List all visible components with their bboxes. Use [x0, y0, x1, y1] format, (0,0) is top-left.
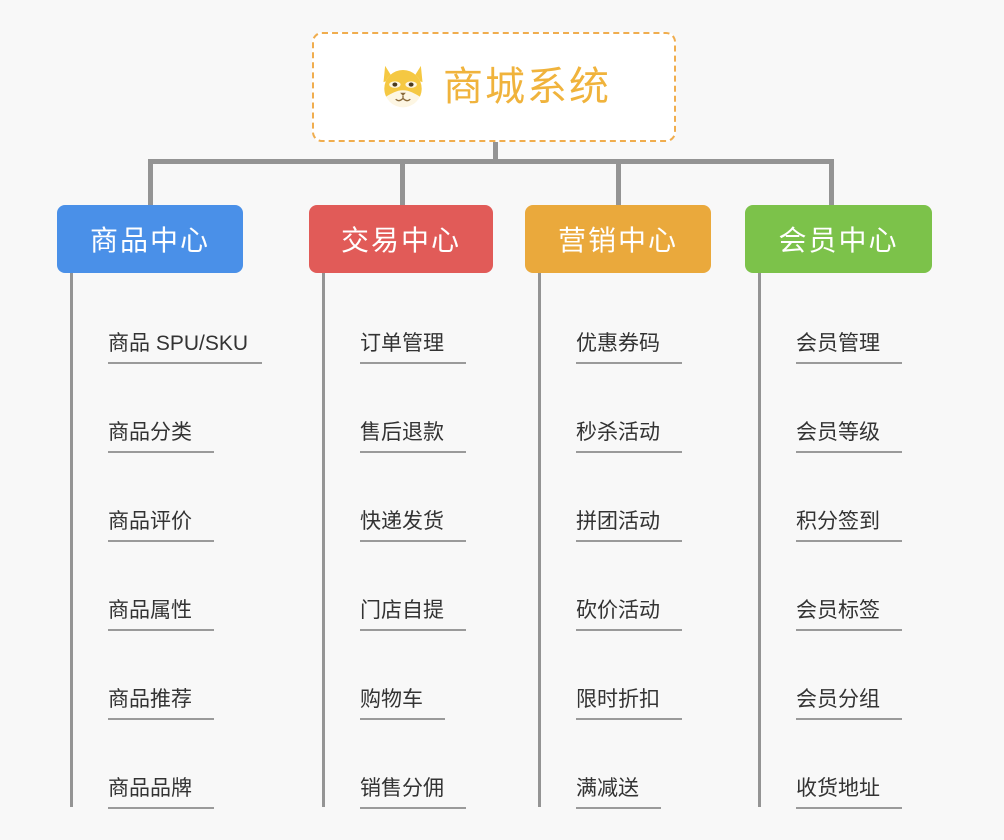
leaf-label: 商品属性	[108, 599, 214, 631]
leaf-label: 售后退款	[360, 421, 466, 453]
list-item[interactable]: 会员标签	[761, 540, 932, 631]
list-item[interactable]: 购物车	[325, 629, 493, 720]
shiba-dog-icon	[383, 65, 423, 108]
connector-drop-4	[829, 159, 834, 207]
list-item[interactable]: 商品分类	[73, 362, 262, 453]
leaf-label: 限时折扣	[576, 688, 682, 720]
list-item[interactable]: 会员分组	[761, 629, 932, 720]
leaf-label: 砍价活动	[576, 599, 682, 631]
connector-horizontal-bus	[148, 159, 834, 164]
root-title: 商城系统	[443, 65, 611, 109]
list-item[interactable]: 商品品牌	[73, 718, 262, 809]
connector-drop-3	[616, 159, 621, 207]
leaf-label: 快递发货	[360, 510, 466, 542]
leaf-list-1: 商品 SPU/SKU 商品分类 商品评价 商品属性 商品推荐 商品品牌	[70, 273, 263, 809]
branch-header-3[interactable]: 营销中心	[525, 205, 711, 273]
leaf-label: 购物车	[360, 688, 445, 720]
leaf-label: 商品分类	[108, 421, 214, 453]
leaf-list-2: 订单管理 售后退款 快递发货 门店自提 购物车 销售分佣	[322, 273, 493, 809]
list-item[interactable]: 商品属性	[73, 540, 262, 631]
branch-member-center: 会员中心 会员管理 会员等级 积分签到 会员标签 会员分组 收货地址	[745, 205, 932, 809]
leaf-label: 订单管理	[360, 332, 466, 364]
list-item[interactable]: 限时折扣	[541, 629, 711, 720]
branch-product-center: 商品中心 商品 SPU/SKU 商品分类 商品评价 商品属性 商品推荐 商品品牌	[57, 205, 263, 809]
list-item[interactable]: 满减送	[541, 718, 711, 809]
list-item[interactable]: 会员管理	[761, 273, 932, 364]
list-item[interactable]: 砍价活动	[541, 540, 711, 631]
branch-marketing-center: 营销中心 优惠券码 秒杀活动 拼团活动 砍价活动 限时折扣 满减送	[525, 205, 711, 809]
leaf-label: 收货地址	[796, 777, 902, 809]
list-item[interactable]: 售后退款	[325, 362, 493, 453]
list-item[interactable]: 收货地址	[761, 718, 932, 809]
list-item[interactable]: 快递发货	[325, 451, 493, 542]
connector-drop-1	[148, 159, 153, 207]
leaf-label: 拼团活动	[576, 510, 682, 542]
connector-drop-2	[400, 159, 405, 207]
leaf-label: 商品推荐	[108, 688, 214, 720]
list-item[interactable]: 优惠券码	[541, 273, 711, 364]
leaf-label: 会员分组	[796, 688, 902, 720]
list-item[interactable]: 商品推荐	[73, 629, 262, 720]
list-item[interactable]: 秒杀活动	[541, 362, 711, 453]
leaf-list-3: 优惠券码 秒杀活动 拼团活动 砍价活动 限时折扣 满减送	[538, 273, 711, 809]
branch-trade-center: 交易中心 订单管理 售后退款 快递发货 门店自提 购物车 销售分佣	[309, 205, 493, 809]
root-node[interactable]: 商城系统	[312, 32, 676, 142]
branch-header-2[interactable]: 交易中心	[309, 205, 493, 273]
connector-root-stem	[493, 142, 498, 164]
list-item[interactable]: 门店自提	[325, 540, 493, 631]
list-item[interactable]: 积分签到	[761, 451, 932, 542]
list-item[interactable]: 商品评价	[73, 451, 262, 542]
list-item[interactable]: 销售分佣	[325, 718, 493, 809]
leaf-label: 优惠券码	[576, 332, 682, 364]
list-item[interactable]: 拼团活动	[541, 451, 711, 542]
leaf-label: 商品 SPU/SKU	[108, 332, 263, 364]
leaf-label: 会员等级	[796, 421, 902, 453]
leaf-label: 会员标签	[796, 599, 902, 631]
branch-header-4[interactable]: 会员中心	[745, 205, 932, 273]
leaf-label: 门店自提	[360, 599, 466, 631]
leaf-label: 销售分佣	[360, 777, 466, 809]
leaf-label: 商品评价	[108, 510, 214, 542]
leaf-label: 会员管理	[796, 332, 902, 364]
leaf-label: 商品品牌	[108, 777, 214, 809]
list-item[interactable]: 商品 SPU/SKU	[73, 273, 263, 364]
list-item[interactable]: 会员等级	[761, 362, 932, 453]
leaf-label: 秒杀活动	[576, 421, 682, 453]
leaf-list-4: 会员管理 会员等级 积分签到 会员标签 会员分组 收货地址	[758, 273, 932, 809]
list-item[interactable]: 订单管理	[325, 273, 493, 364]
branch-header-1[interactable]: 商品中心	[57, 205, 243, 273]
leaf-label: 满减送	[576, 777, 661, 809]
leaf-label: 积分签到	[796, 510, 902, 542]
